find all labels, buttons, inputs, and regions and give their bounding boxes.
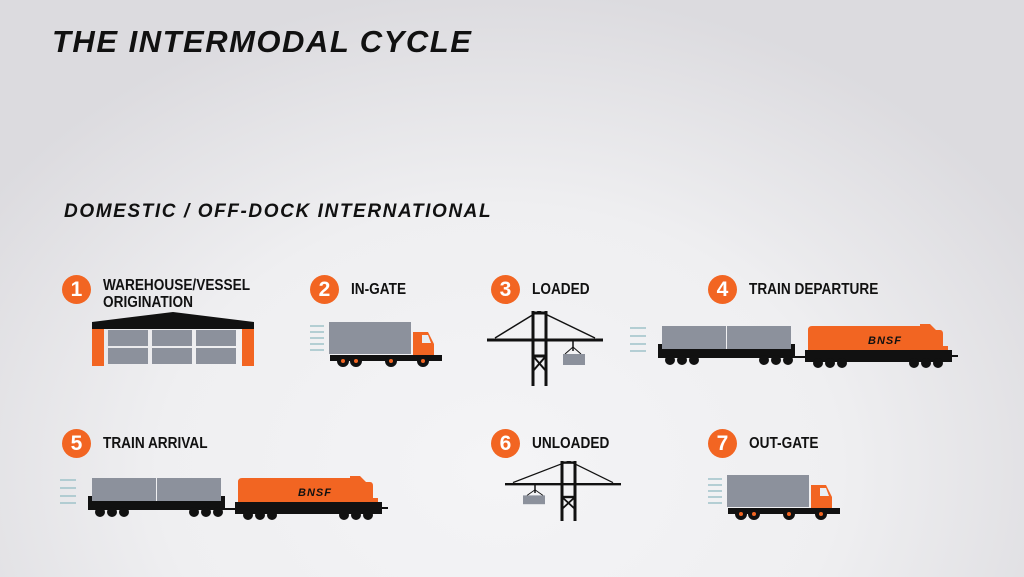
crane-icon bbox=[487, 311, 603, 386]
step-number-badge: 3 bbox=[491, 275, 520, 304]
step-7: 7 OUT-GATE bbox=[708, 429, 828, 458]
step-label-line1: WAREHOUSE/VESSEL bbox=[103, 277, 251, 294]
step-label: LOADED bbox=[532, 281, 590, 298]
step-number-badge: 6 bbox=[491, 429, 520, 458]
step-label: OUT-GATE bbox=[749, 435, 819, 452]
step-6: 6 UNLOADED bbox=[491, 429, 620, 458]
step-number-badge: 5 bbox=[62, 429, 91, 458]
step-number-badge: 7 bbox=[708, 429, 737, 458]
step-4: 4 TRAIN DEPARTURE bbox=[708, 275, 896, 304]
step-number-badge: 1 bbox=[62, 275, 91, 304]
step-3: 3 LOADED bbox=[491, 275, 597, 304]
step-5: 5 TRAIN ARRIVAL bbox=[62, 429, 222, 458]
step-label: TRAIN ARRIVAL bbox=[103, 435, 208, 452]
truck-icon bbox=[708, 475, 840, 521]
step-number-badge: 2 bbox=[310, 275, 339, 304]
crane-icon bbox=[505, 461, 621, 521]
section-subtitle: DOMESTIC / OFF-DOCK INTERNATIONAL bbox=[64, 201, 493, 222]
page-title: THE INTERMODAL CYCLE bbox=[52, 24, 473, 59]
truck-icon bbox=[310, 322, 442, 368]
step-label-line2: ORIGINATION bbox=[103, 294, 193, 311]
step-label: IN-GATE bbox=[351, 281, 407, 298]
step-label: TRAIN DEPARTURE bbox=[749, 281, 879, 298]
step-label: UNLOADED bbox=[532, 435, 610, 452]
step-number-badge: 4 bbox=[708, 275, 737, 304]
train-icon bbox=[60, 474, 390, 520]
warehouse-icon bbox=[92, 312, 254, 366]
train-icon bbox=[630, 322, 960, 368]
step-2: 2 IN-GATE bbox=[310, 275, 414, 304]
